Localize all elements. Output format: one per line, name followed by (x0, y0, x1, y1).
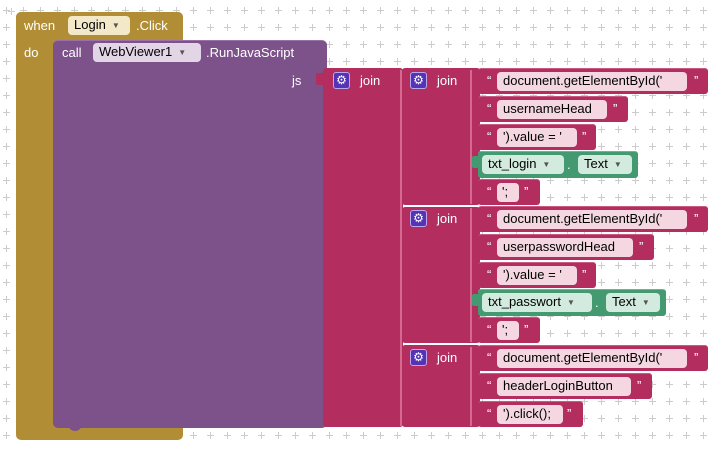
text-value[interactable]: '; (497, 321, 519, 340)
outer-join-block[interactable] (323, 68, 403, 427)
event-name-label: .Click (136, 18, 168, 33)
dropdown-arrow-icon: ▼ (641, 298, 650, 307)
quote-open: “ (487, 406, 492, 421)
gear-icon[interactable]: ⚙ (410, 349, 427, 366)
text-value[interactable]: usernameHead (497, 100, 607, 119)
quote-close: ” (639, 239, 644, 254)
webviewer-runjavascript-call-block[interactable] (53, 40, 327, 428)
property-dot: . (567, 157, 571, 172)
quote-open: “ (487, 184, 492, 199)
dropdown-arrow-icon: ▼ (542, 160, 551, 169)
quote-open: “ (487, 211, 492, 226)
inner-join-block-1[interactable] (402, 68, 480, 205)
inner-join-divider (470, 208, 472, 342)
quote-open: “ (487, 350, 492, 365)
event-component-name: Login (74, 17, 106, 32)
property-dot: . (595, 295, 599, 310)
inner-join-label: join (437, 350, 458, 365)
component-name: txt_passwort (488, 294, 561, 309)
quote-close: ” (694, 350, 699, 365)
quote-close: ” (694, 73, 699, 88)
quote-close: ” (613, 101, 618, 116)
quote-close: ” (582, 129, 587, 144)
quote-close: ” (694, 211, 699, 226)
text-value[interactable]: '; (497, 183, 519, 202)
property-dropdown[interactable]: Text ▼ (606, 293, 660, 312)
quote-open: “ (487, 322, 492, 337)
quote-close: ” (582, 267, 587, 282)
component-block-connector (472, 294, 480, 306)
quote-open: “ (487, 267, 492, 282)
inner-join-block-2[interactable] (402, 207, 480, 343)
js-arg-label: js (292, 73, 302, 88)
text-value[interactable]: headerLoginButton (497, 377, 631, 396)
inner-join-label: join (437, 211, 458, 226)
inner-join-divider (470, 347, 472, 426)
call-component-name: WebViewer1 (99, 44, 173, 59)
do-label: do (24, 45, 39, 60)
component-block-connector (472, 156, 480, 168)
property-name: Text (612, 294, 636, 309)
quote-close: ” (524, 184, 529, 199)
property-dropdown[interactable]: Text ▼ (578, 155, 632, 174)
call-block-bump (68, 424, 82, 431)
call-method-label: .RunJavaScript (206, 45, 295, 60)
dropdown-arrow-icon: ▼ (613, 160, 622, 169)
text-value[interactable]: document.getElementById(' (497, 72, 687, 91)
gear-icon[interactable]: ⚙ (410, 210, 427, 227)
quote-close: ” (567, 406, 572, 421)
event-component-dropdown[interactable]: Login ▼ (68, 16, 130, 35)
call-label: call (62, 45, 82, 60)
quote-open: “ (487, 129, 492, 144)
quote-open: “ (487, 239, 492, 254)
outer-join-connector (316, 73, 324, 85)
quote-open: “ (487, 378, 492, 393)
outer-join-divider (400, 70, 402, 426)
dropdown-arrow-icon: ▼ (566, 298, 575, 307)
gear-icon[interactable]: ⚙ (333, 72, 350, 89)
when-label: when (24, 18, 56, 33)
inner-join-divider (470, 70, 472, 204)
quote-close: ” (524, 322, 529, 337)
dropdown-arrow-icon: ▼ (111, 21, 120, 30)
component-dropdown[interactable]: txt_passwort ▼ (482, 293, 592, 312)
text-value[interactable]: document.getElementById(' (497, 210, 687, 229)
text-value[interactable]: ').value = ' (497, 128, 577, 147)
quote-close: ” (637, 378, 642, 393)
call-component-dropdown[interactable]: WebViewer1 ▼ (93, 43, 201, 62)
text-value[interactable]: ').value = ' (497, 266, 577, 285)
component-dropdown[interactable]: txt_login ▼ (482, 155, 564, 174)
property-name: Text (584, 156, 608, 171)
gear-icon[interactable]: ⚙ (410, 72, 427, 89)
dropdown-arrow-icon: ▼ (178, 48, 187, 57)
quote-open: “ (487, 101, 492, 116)
component-name: txt_login (488, 156, 537, 171)
text-value[interactable]: ').click(); (497, 405, 563, 424)
outer-join-label: join (360, 73, 381, 88)
text-value[interactable]: document.getElementById(' (497, 349, 687, 368)
inner-join-label: join (437, 73, 458, 88)
quote-open: “ (487, 73, 492, 88)
text-value[interactable]: userpasswordHead (497, 238, 633, 257)
